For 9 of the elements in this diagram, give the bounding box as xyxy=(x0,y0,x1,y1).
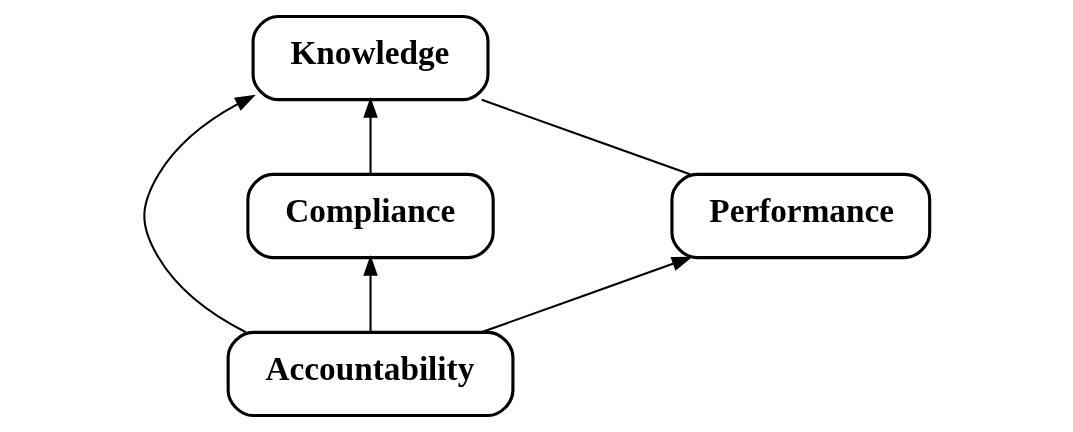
connector xyxy=(480,98,690,176)
node-box: Compliance xyxy=(245,172,495,260)
node-box: Performance xyxy=(669,172,931,260)
node-box: Accountability xyxy=(226,330,514,418)
arrow xyxy=(362,254,378,333)
arrow xyxy=(362,96,378,175)
arrow xyxy=(142,94,256,334)
node-box: Knowledge xyxy=(251,14,490,102)
arrow xyxy=(480,256,693,334)
